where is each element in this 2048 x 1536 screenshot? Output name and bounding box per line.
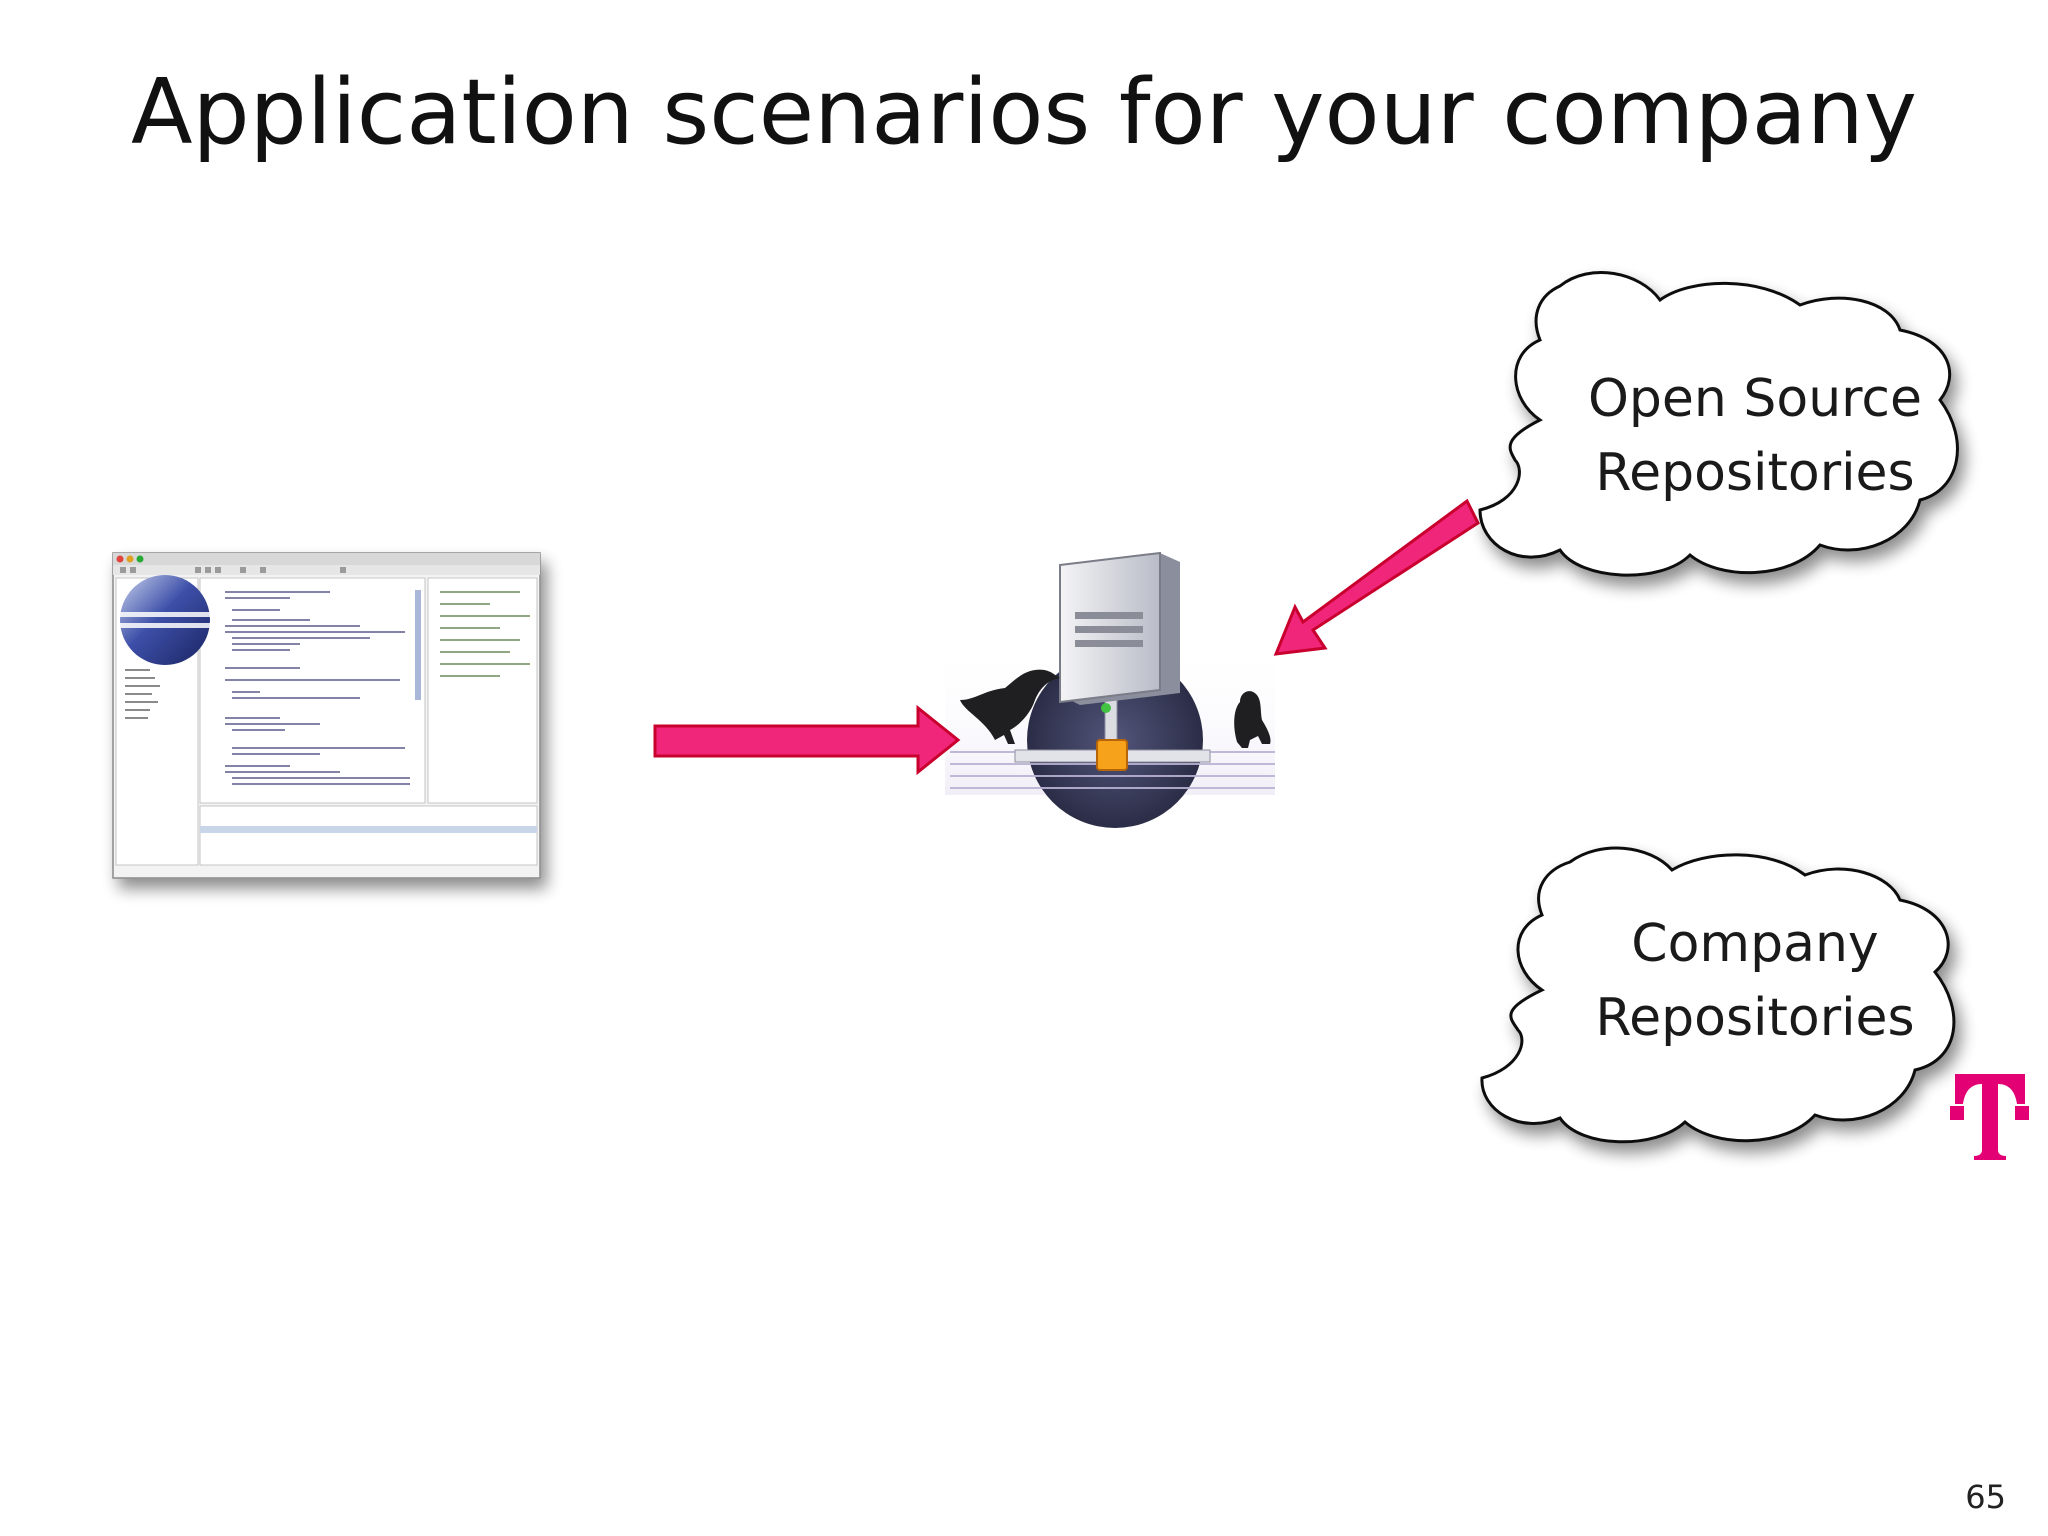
cloud-company-line-2: Repositories xyxy=(1595,988,1915,1048)
telekom-logo xyxy=(1950,1074,2029,1160)
cloud-company-label: Company Repositories xyxy=(1560,907,1950,1055)
arrow-opensource-to-server xyxy=(1273,498,1480,656)
cloud-open-source-line-1: Open Source xyxy=(1587,369,1922,429)
arrow-ide-to-server xyxy=(653,704,961,776)
page-number: 65 xyxy=(1965,1478,2006,1516)
cloud-open-source-label: Open Source Repositories xyxy=(1560,362,1950,510)
cloud-company xyxy=(1480,846,1956,1144)
cloud-open-source-line-2: Repositories xyxy=(1595,443,1915,503)
slide-title: Application scenarios for your company xyxy=(130,60,1918,165)
cloud-open-source xyxy=(1478,271,1959,577)
cloud-company-line-1: Company xyxy=(1631,914,1879,974)
ide-screenshot xyxy=(112,552,541,879)
server-icon xyxy=(945,551,1275,828)
